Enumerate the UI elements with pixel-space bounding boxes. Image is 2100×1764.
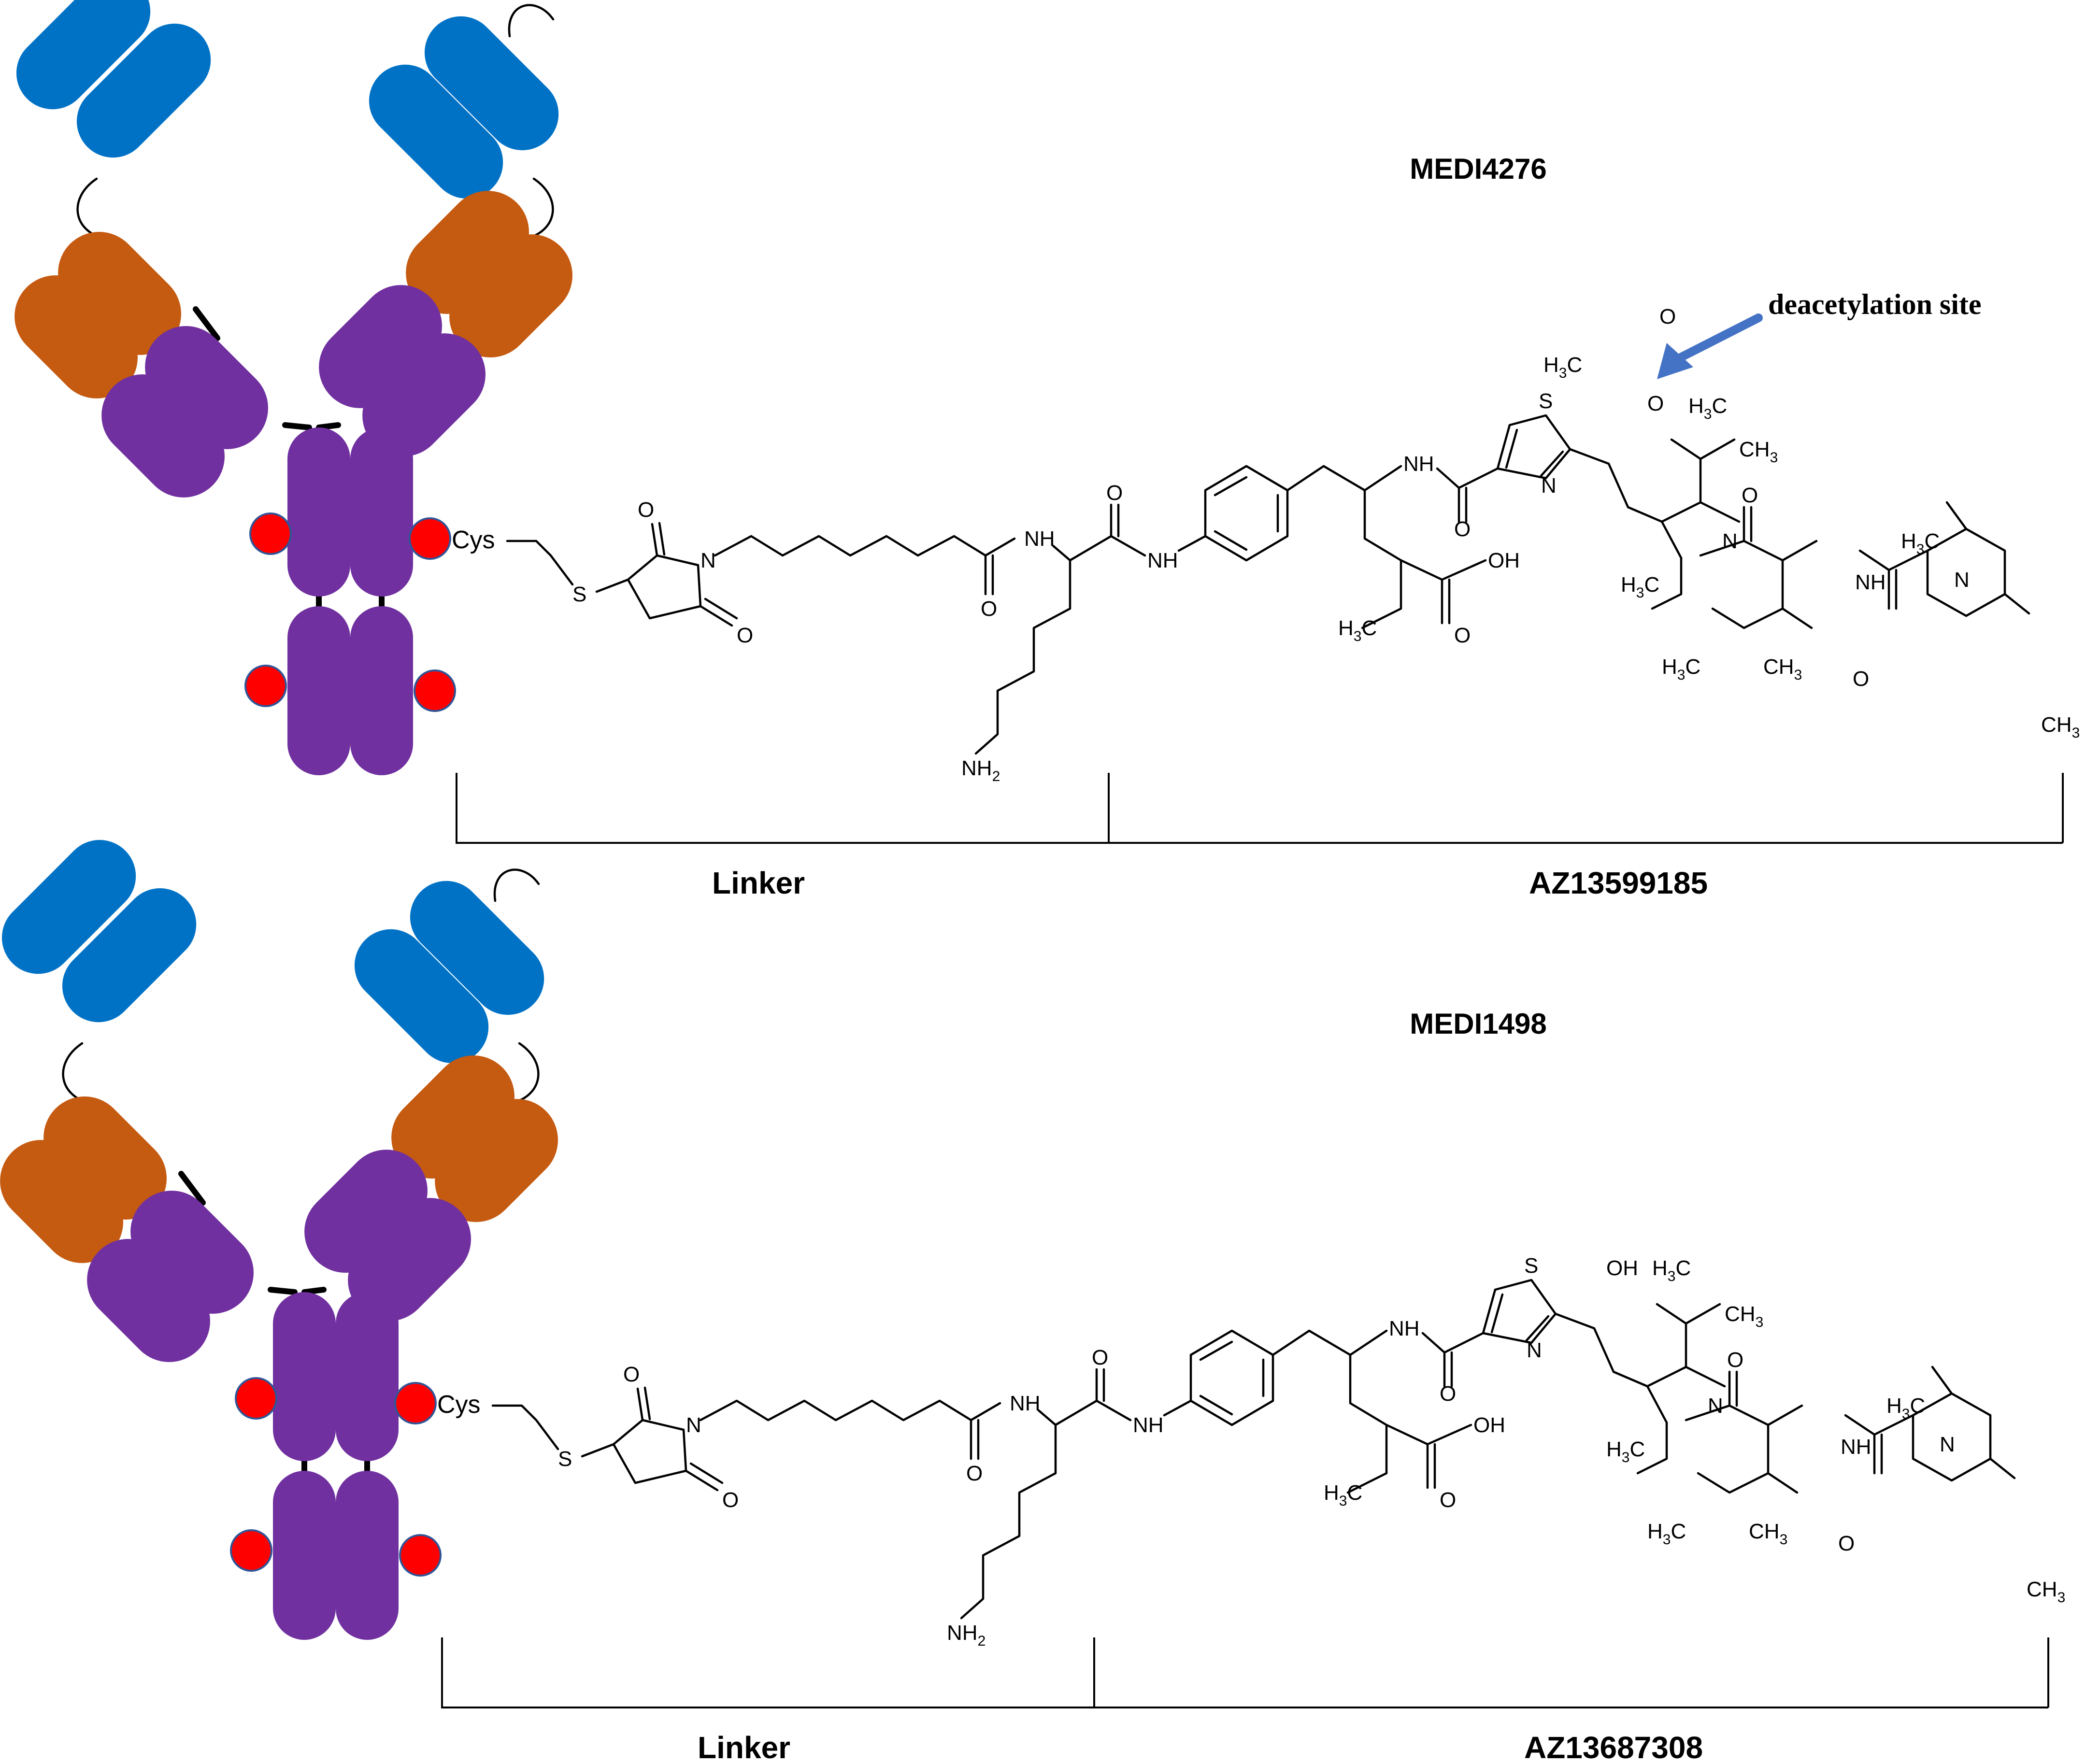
atom-nh: NH [1010, 1392, 1041, 1415]
atom-h3c: H3C [1621, 573, 1659, 601]
conjugation-site [409, 517, 451, 560]
atom-nh: NH [1841, 1435, 1871, 1459]
atom-o: O [1727, 1348, 1743, 1372]
atom-n: N [1954, 568, 1970, 592]
atom-h3c: H3C [1901, 529, 1940, 557]
atom-n: N [1722, 529, 1738, 553]
adc-name-medi4276: MEDI4276 [1410, 153, 1546, 185]
panel-medi4276: Cys S O N O O NH O NH NH2 NH O OH O H3C … [0, 0, 2080, 900]
atom-o: O [1659, 305, 1676, 328]
atom-nh: NH [1855, 570, 1886, 594]
atom-o: O [1440, 1488, 1456, 1512]
atom-o: O [1647, 392, 1664, 415]
atom-nh2: NH2 [961, 756, 1000, 784]
antibody-cartoon [0, 0, 589, 775]
atom-oh: OH [1488, 549, 1520, 572]
adc-name-medi1498: MEDI1498 [1410, 1008, 1546, 1040]
conjugation-site [230, 1529, 272, 1572]
atom-o: O [1454, 624, 1471, 647]
atom-n: N [1940, 1433, 1955, 1456]
atom-oh: OH [1606, 1256, 1638, 1280]
atom-o: O [1454, 517, 1471, 541]
payload-label: AZ13687308 [1524, 1730, 1703, 1764]
atom-labels: S O N O O NH O NH NH2 NH O OH O H3C S N … [558, 1254, 2065, 1649]
linker-label: Linker [712, 866, 805, 900]
atom-nh: NH [1024, 527, 1055, 551]
atom-ch3: CH3 [2027, 1578, 2065, 1606]
atom-nh: NH [1389, 1317, 1420, 1340]
atom-h3c: H3C [1647, 1520, 1686, 1548]
atom-nh: NH [1403, 452, 1434, 476]
atom-o: O [737, 624, 753, 647]
atom-ch3: CH3 [1739, 438, 1778, 466]
atom-h3c: H3C [1543, 353, 1582, 381]
deacetylation-site-label: deacetylation site [1768, 288, 1982, 320]
atom-ch3: CH3 [1749, 1520, 1787, 1548]
atom-o: O [1440, 1382, 1456, 1406]
panel-medi1498: Cys S O N O O NH O NH NH2 NH O OH O H3C … [0, 825, 2065, 1764]
atom-labels: S O N O O NH O NH NH2 NH O OH O H3C S N … [572, 305, 2080, 784]
atom-n: N [1527, 1338, 1542, 1362]
arrow-head-icon [1657, 343, 1693, 379]
atom-h3c: H3C [1688, 394, 1727, 422]
atom-s: S [558, 1447, 572, 1471]
atom-o: O [722, 1488, 739, 1512]
atom-o: O [638, 498, 654, 522]
atom-o: O [1742, 484, 1758, 507]
atom-s: S [1539, 389, 1553, 413]
conjugation-site [235, 1377, 277, 1420]
atom-o: O [1106, 481, 1123, 505]
conjugation-site [414, 669, 456, 712]
atom-n: N [686, 1413, 701, 1437]
conjugation-site [244, 665, 287, 707]
atom-n: N [1708, 1394, 1723, 1418]
atom-h3c: H3C [1606, 1437, 1645, 1465]
atom-h3c: H3C [1324, 1481, 1362, 1509]
atom-h3c: H3C [1338, 616, 1377, 644]
atom-o: O [1853, 667, 1869, 691]
atom-h3c: H3C [1652, 1256, 1691, 1284]
linker-payload-structure [457, 415, 2063, 843]
cys-label: Cys [437, 1391, 481, 1419]
atom-ch3: CH3 [2041, 713, 2080, 741]
atom-nh: NH [1147, 549, 1178, 572]
atom-s: S [1524, 1254, 1538, 1278]
atom-oh: OH [1473, 1413, 1505, 1437]
conjugation-site [399, 1534, 442, 1577]
deacetylation-arrow [1657, 313, 1763, 379]
linker-label: Linker [698, 1730, 790, 1764]
cys-label: Cys [452, 526, 495, 554]
atom-nh2: NH2 [947, 1621, 986, 1649]
conjugation-site [394, 1382, 437, 1424]
atom-ch3: CH3 [1763, 655, 1802, 683]
linker-payload-structure [442, 1280, 2048, 1707]
conjugation-sites [244, 512, 456, 712]
conjugation-site [249, 512, 292, 555]
atom-s: S [572, 583, 586, 606]
atom-o: O [623, 1363, 640, 1386]
atom-o: O [1838, 1532, 1855, 1555]
antibody-cartoon [0, 825, 575, 1640]
atom-nh: NH [1133, 1413, 1164, 1437]
atom-h3c: H3C [1662, 655, 1700, 683]
atom-h3c: H3C [1886, 1394, 1925, 1422]
atom-n: N [1541, 474, 1557, 498]
atom-n: N [700, 549, 716, 572]
atom-ch3: CH3 [1725, 1302, 1763, 1330]
payload-label: AZ13599185 [1529, 866, 1708, 900]
atom-o: O [966, 1462, 983, 1485]
conjugation-sites [230, 1377, 442, 1577]
atom-o: O [1092, 1346, 1108, 1369]
atom-o: O [981, 597, 997, 621]
